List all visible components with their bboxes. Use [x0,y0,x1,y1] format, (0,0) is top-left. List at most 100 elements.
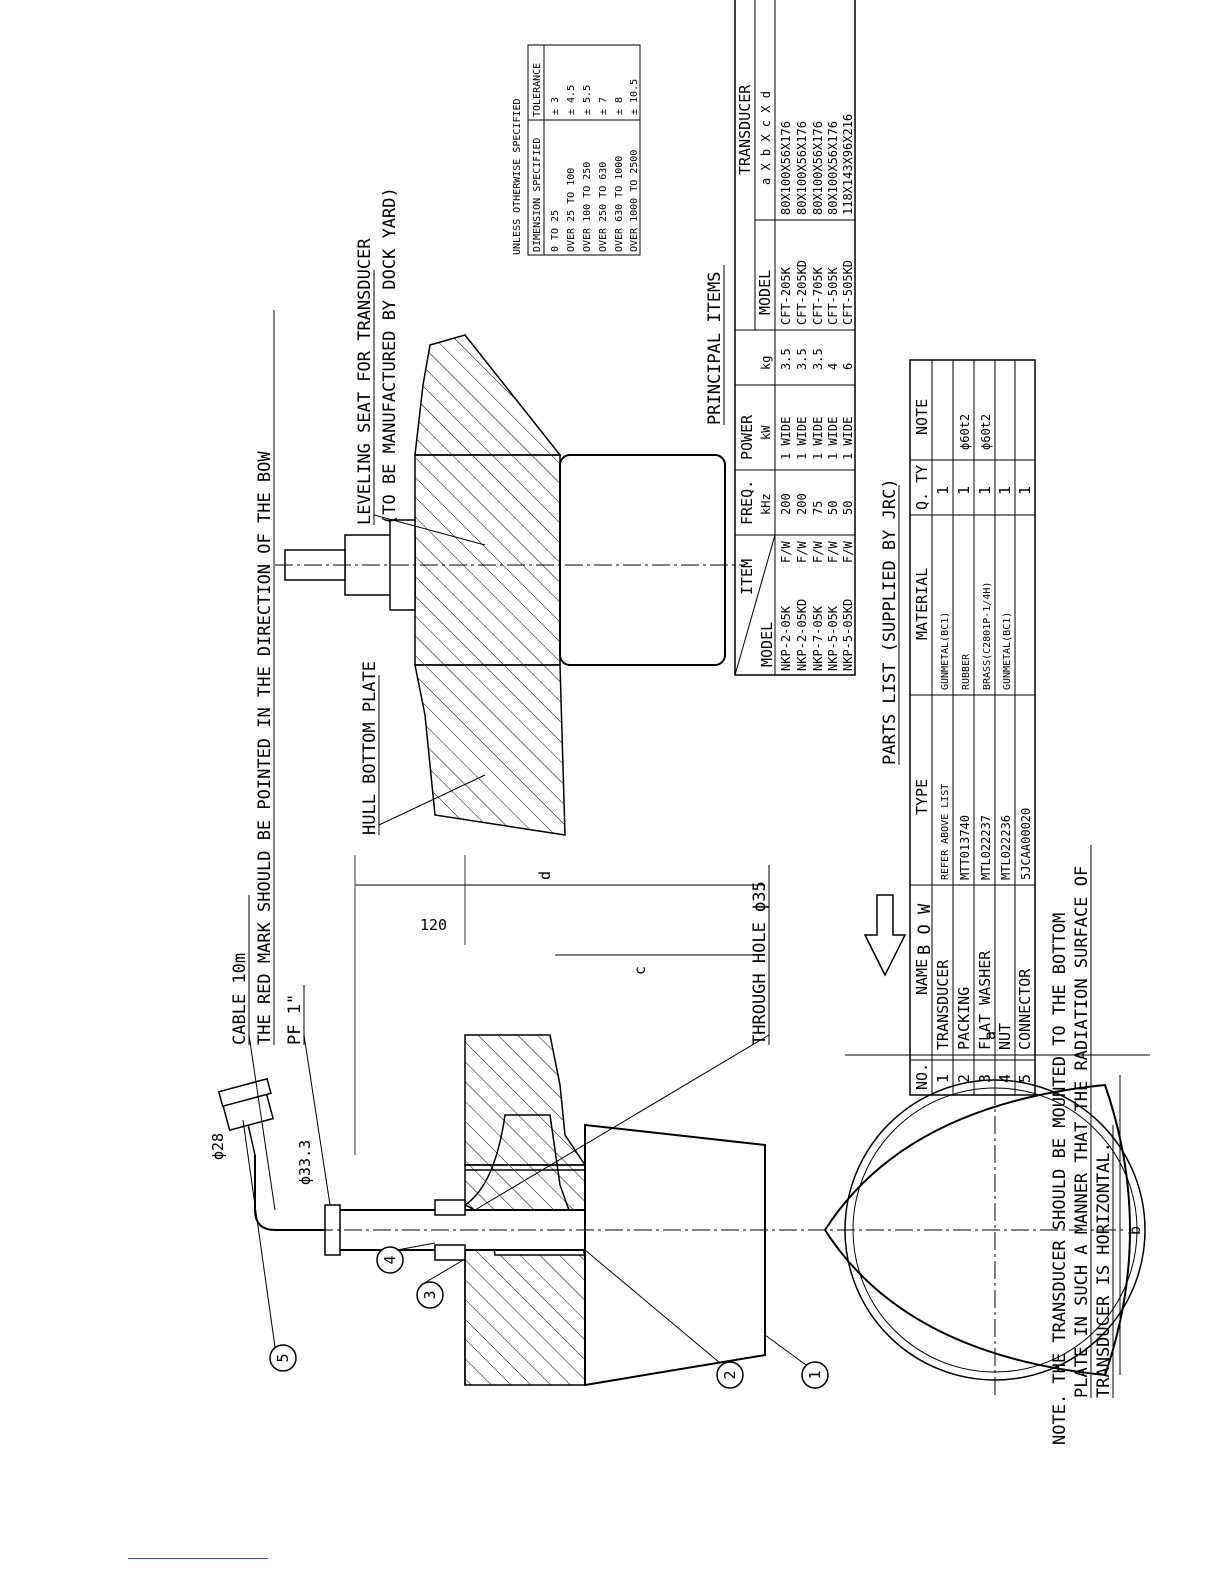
svg-text:5: 5 [1016,1074,1034,1083]
svg-text:F/W: F/W [779,541,793,563]
svg-text:1 WIDE: 1 WIDE [841,417,855,460]
svg-text:POWER: POWER [738,414,756,460]
svg-text:CFT-205K: CFT-205K [779,266,793,325]
through-hole-label: THROUGH HOLE ϕ35 [750,881,770,1045]
svg-text:TRANSDUCER: TRANSDUCER [736,84,754,175]
svg-text:3: 3 [976,1074,994,1083]
parts-list-table: PARTS LIST (SUPPLIED BY JRC) NO.NAMETYPE… [880,359,1036,1096]
svg-text:FLAT WASHER: FLAT WASHER [976,950,994,1050]
svg-text:3.5: 3.5 [779,348,793,370]
svg-text:TOLERANCE: TOLERANCE [532,63,543,117]
footer-rule [128,1558,268,1559]
svg-text:200: 200 [795,493,809,515]
svg-text:1 WIDE: 1 WIDE [811,417,825,460]
svg-text:NO.: NO. [913,1063,931,1090]
svg-text:± 10.5: ± 10.5 [629,79,640,115]
svg-text:CFT-505KD: CFT-505KD [841,260,855,325]
section-view: 1 2 3 4 5 ϕ28 ϕ33.3 CABLE 10m THE RED MA… [209,310,1150,1395]
svg-text:PACKING: PACKING [955,987,973,1050]
parts-header-row: NO. NAME TYPE MATERIAL Q. TY NOTE [913,399,931,1090]
svg-text:kg: kg [759,356,773,370]
svg-text:NAME: NAME [913,959,931,995]
svg-text:NKP-2-05KD: NKP-2-05KD [795,599,809,671]
svg-text:MTL022237: MTL022237 [979,815,993,880]
svg-text:ϕ60t2: ϕ60t2 [958,414,972,450]
svg-text:0 TO 25: 0 TO 25 [550,210,561,252]
svg-text:80X100X56X176: 80X100X56X176 [795,121,809,215]
dia-33-label: ϕ33.3 [296,1140,314,1185]
svg-text:PLATE IN SUCH A MANNER THAT TH: PLATE IN SUCH A MANNER THAT THE RADIATIO… [1072,866,1092,1398]
svg-text:2: 2 [721,1370,739,1379]
transducer-body [584,1123,766,1387]
svg-text:NOTE: NOTE [913,399,931,435]
svg-text:± 5.5: ± 5.5 [582,85,593,115]
svg-text:ϕ60t2: ϕ60t2 [979,414,993,450]
svg-text:CONNECTOR: CONNECTOR [1016,968,1034,1050]
svg-text:MATERIAL: MATERIAL [913,568,931,640]
svg-text:118X143X96X216: 118X143X96X216 [841,114,855,215]
svg-text:4: 4 [996,1074,1014,1083]
svg-text:F/W: F/W [841,541,855,563]
dim-c: c [631,966,649,975]
dim-a: a [981,1031,999,1040]
bow-arrow: B O W [863,894,935,977]
principal-title: PRINCIPAL ITEMS [705,271,725,425]
principal-items-table: PRINCIPAL ITEMS ITEM MODEL FREQ. kHz POW… [705,0,856,676]
balloon-1: 1 [764,1334,829,1389]
svg-text:REFER ABOVE LIST: REFER ABOVE LIST [940,784,951,880]
installation-note: NOTE. THE TRANSDUCER SHOULD BE MOUNTED T… [1050,845,1114,1445]
svg-text:MTL022236: MTL022236 [999,815,1013,880]
svg-text:1 WIDE: 1 WIDE [795,417,809,460]
svg-text:200: 200 [779,493,793,515]
svg-text:1: 1 [1016,486,1034,495]
svg-text:5JCAA00020: 5JCAA00020 [1019,808,1033,880]
svg-text:TYPE: TYPE [913,779,931,815]
svg-text:NKP-5-05K: NKP-5-05K [826,605,840,671]
leveling-seat-note: (TO BE MANUFACTURED BY DOCK YARD) [380,187,400,525]
dim-b: b [1126,1226,1144,1235]
svg-text:GUNMETAL(BC1): GUNMETAL(BC1) [1002,612,1013,690]
svg-text:NOTE. THE TRANSDUCER SHOULD BE: NOTE. THE TRANSDUCER SHOULD BE MOUNTED T… [1050,913,1070,1445]
svg-text:Q. TY: Q. TY [913,465,931,510]
svg-text:ITEM: ITEM [738,559,756,595]
leveling-seat-label: LEVELING SEAT FOR TRANSDUCER [355,238,375,525]
svg-text:± 4.5: ± 4.5 [566,85,577,115]
svg-text:FREQ.: FREQ. [738,480,756,525]
svg-text:TRANSDUCER IS HORIZONTAL.: TRANSDUCER IS HORIZONTAL. [1094,1142,1114,1398]
svg-text:NKP-5-05KD: NKP-5-05KD [841,599,855,671]
balloon-5: 5 [242,1119,297,1372]
svg-text:80X100X56X176: 80X100X56X176 [779,121,793,215]
svg-text:NKP-7-05K: NKP-7-05K [811,605,825,671]
svg-text:TRANSDUCER: TRANSDUCER [934,959,952,1050]
pf-label: PF 1" [285,994,305,1045]
svg-text:3.5: 3.5 [811,348,825,370]
svg-text:CFT-205KD: CFT-205KD [795,260,809,325]
svg-text:OVER 1000 TO 2500: OVER 1000 TO 2500 [629,150,640,252]
svg-text:1 WIDE: 1 WIDE [779,417,793,460]
cable [254,1155,325,1231]
svg-text:OVER 250 TO 630: OVER 250 TO 630 [598,162,609,252]
svg-text:OVER 25 TO 100: OVER 25 TO 100 [566,168,577,252]
svg-text:± 7: ± 7 [598,97,609,115]
svg-text:OVER 630 TO 1000: OVER 630 TO 1000 [614,156,625,252]
dia-28-label: ϕ28 [209,1133,227,1160]
svg-text:2: 2 [955,1074,973,1083]
svg-text:CFT-705K: CFT-705K [811,266,825,325]
bow-label: B O W [915,903,935,955]
svg-text:CFT-505K: CFT-505K [826,266,840,325]
tolerance-table: UNLESS OTHERWISE SPECIFIED DIMENSION SPE… [512,44,641,256]
svg-text:DIMENSION SPECIFIED: DIMENSION SPECIFIED [532,138,543,252]
svg-text:4: 4 [826,363,840,370]
svg-text:1: 1 [934,486,952,495]
svg-text:NKP-2-05K: NKP-2-05K [779,605,793,671]
svg-text:4: 4 [381,1255,399,1264]
leveling-seat-detail: HULL BOTTOM PLATE LEVELING SEAT FOR TRAN… [275,187,745,836]
svg-text:kW: kW [759,425,773,440]
svg-text:OVER 100 TO 250: OVER 100 TO 250 [582,162,593,252]
